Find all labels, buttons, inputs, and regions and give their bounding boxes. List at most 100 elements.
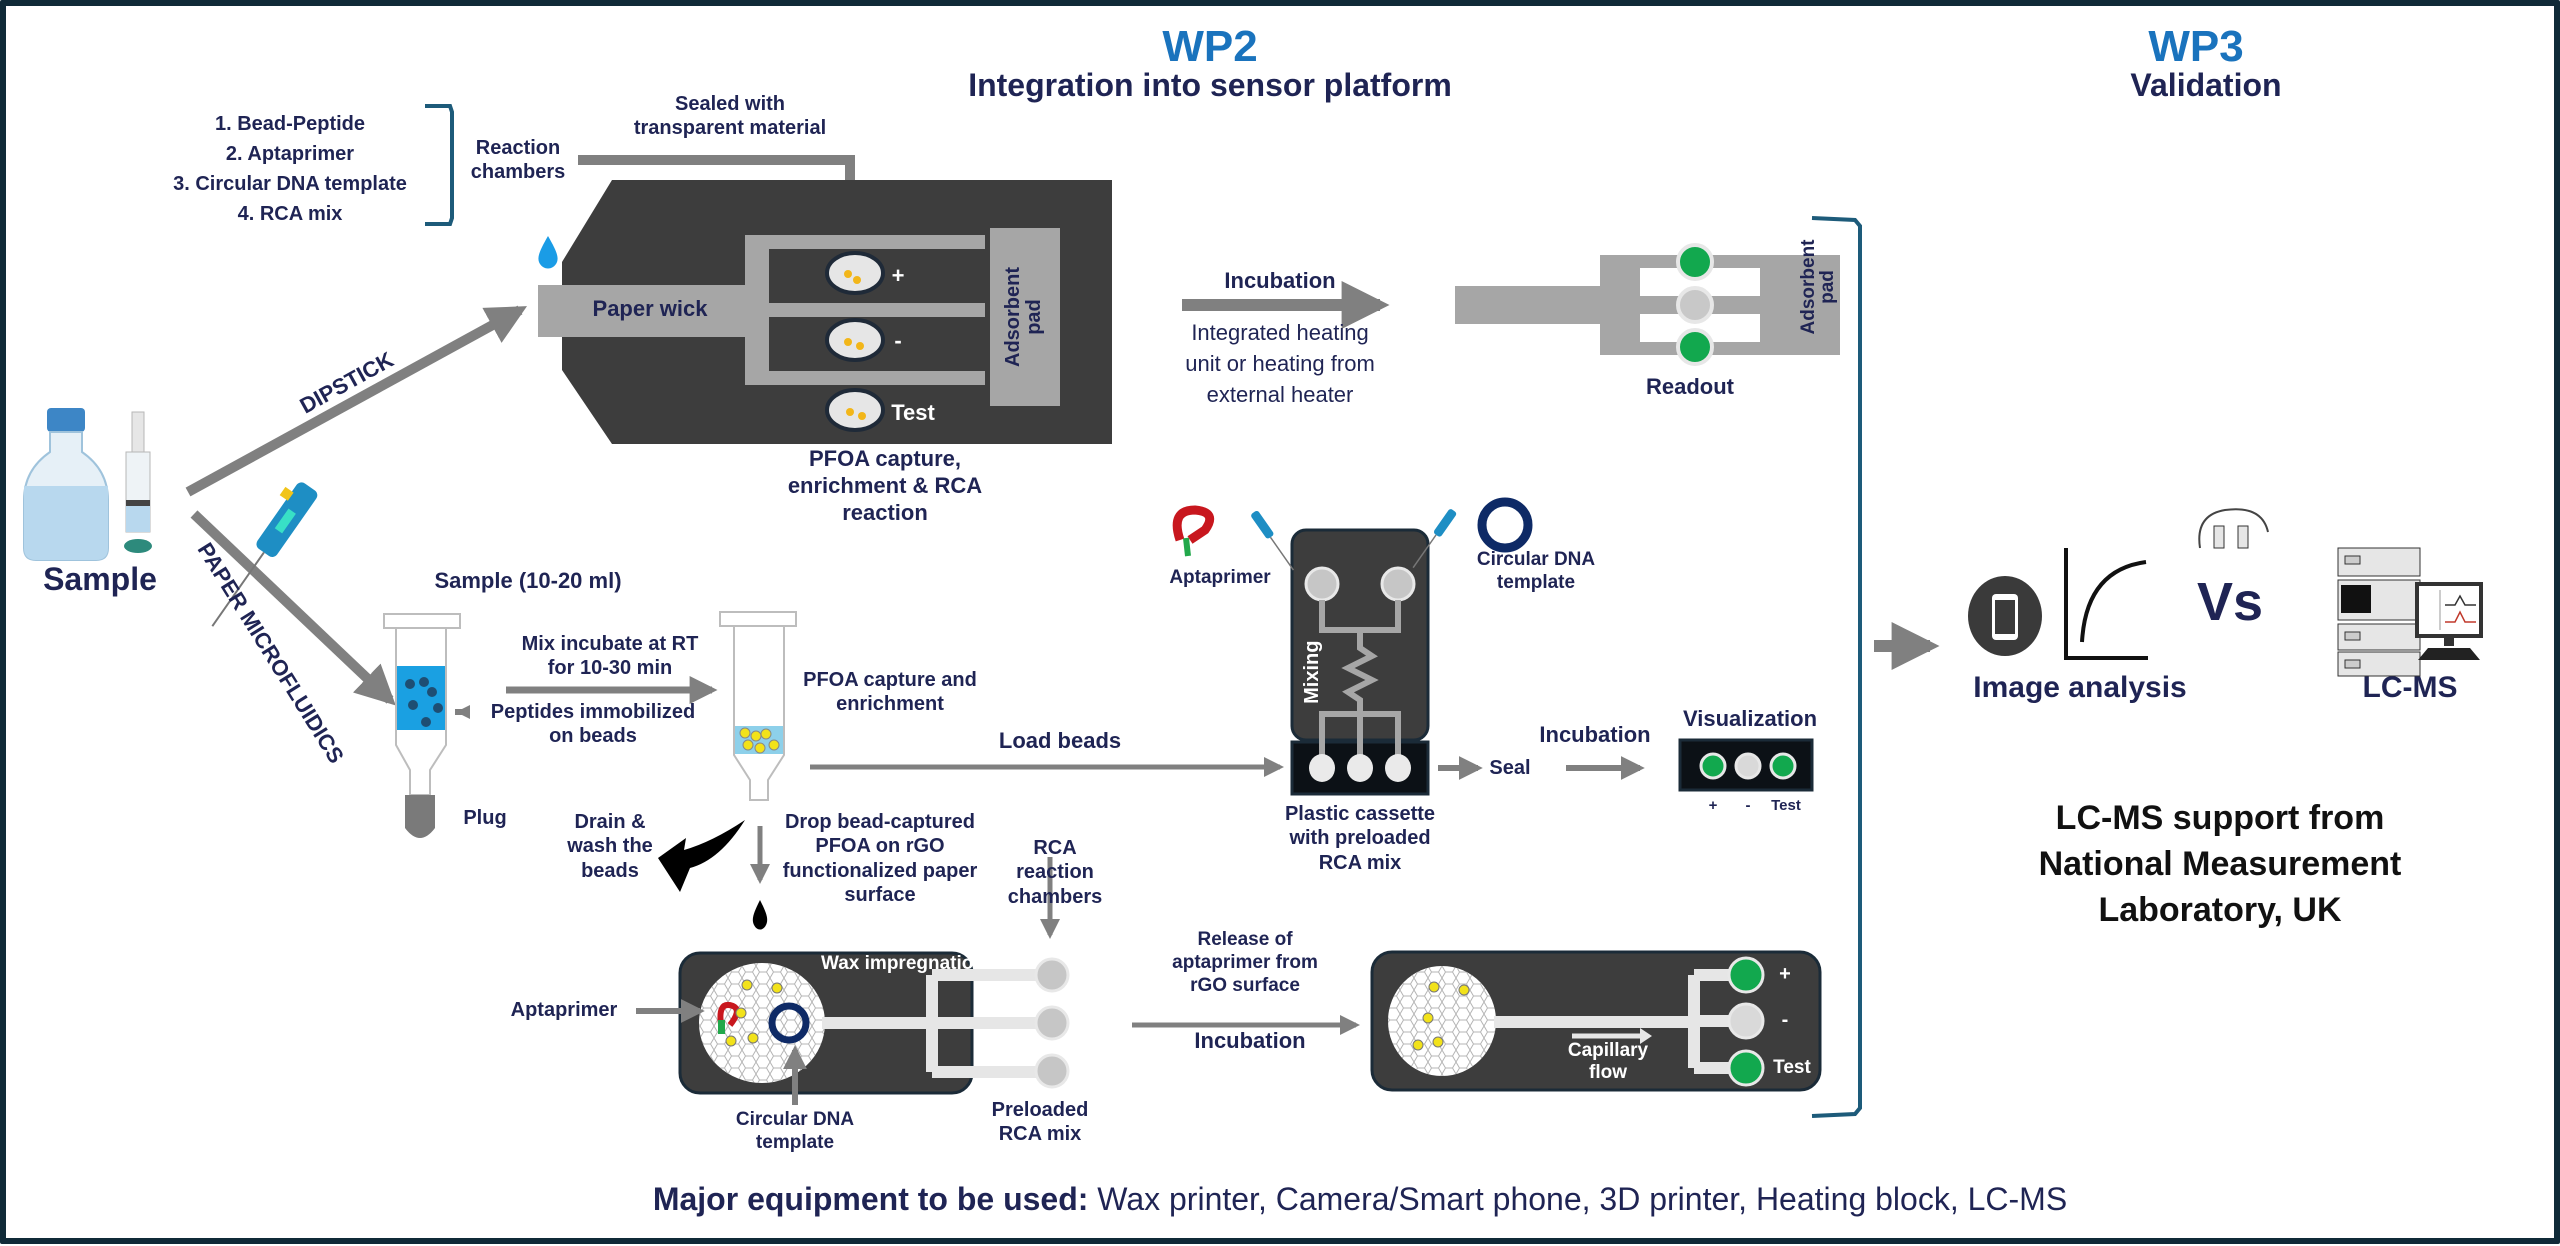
label-line: reaction bbox=[842, 499, 928, 525]
incubation-top-note: Integrated heating unit or heating from … bbox=[1150, 318, 1410, 410]
label-line: chambers bbox=[1007, 885, 1103, 908]
list-item: 4. RCA mix bbox=[237, 203, 343, 225]
label-line: PFOA on rGO bbox=[815, 835, 945, 858]
syringe-filter-icon bbox=[124, 411, 152, 553]
label-line: external heater bbox=[1206, 381, 1354, 407]
image-analysis-label: Image analysis bbox=[1973, 671, 2187, 704]
vs-label: Vs bbox=[2196, 572, 2264, 632]
wp2-code: WP2 bbox=[1162, 22, 1258, 71]
well-plus bbox=[825, 251, 885, 295]
label-line: PFOA capture, bbox=[809, 446, 961, 471]
microfluidics-arrow bbox=[190, 510, 396, 706]
cassette-caption: Plastic cassette with preloaded RCA mix bbox=[1270, 802, 1450, 875]
aptaprimer-icon-top bbox=[1172, 505, 1215, 557]
label-line: transparent material bbox=[633, 117, 827, 140]
readout-pad-label: Adsorbent pad bbox=[1798, 237, 1838, 337]
chip1-test: Test bbox=[1079, 1057, 1117, 1078]
label-line: PFOA capture and bbox=[803, 669, 977, 691]
sample-label: Sample bbox=[43, 561, 157, 597]
label-line: National Measurement bbox=[2038, 844, 2402, 883]
label-line: Circular DNA bbox=[1476, 549, 1596, 570]
wp3-title: Validation bbox=[2130, 67, 2282, 103]
label-line: enrichment bbox=[836, 693, 944, 716]
label-line: Drain & bbox=[574, 811, 646, 833]
label-line: with preloaded bbox=[1289, 827, 1431, 850]
incubation-top-label: Incubation bbox=[1224, 268, 1336, 293]
label-line: Sealed with bbox=[674, 93, 786, 115]
rca-chambers-label: RCA reaction chambers bbox=[1000, 836, 1110, 909]
well-test-label: Test bbox=[891, 400, 935, 425]
label-line: RCA mix bbox=[1318, 851, 1402, 874]
column-2 bbox=[719, 611, 797, 801]
label-line: flow bbox=[1589, 1061, 1627, 1083]
water-drop-icon bbox=[538, 236, 558, 269]
drain-arrow bbox=[658, 820, 745, 892]
pipette-icon bbox=[211, 482, 318, 627]
circular-dna-icon-top bbox=[1477, 497, 1533, 553]
list-item: 1. Bead-Peptide bbox=[214, 113, 366, 135]
label-line: LC-MS support from bbox=[2055, 799, 2385, 837]
label-line: template bbox=[1496, 572, 1576, 594]
label-line: Mix incubate at RT bbox=[521, 633, 699, 655]
reaction-chambers-label: Reaction chambers bbox=[458, 136, 578, 185]
sealed-note: Sealed with transparent material bbox=[600, 92, 860, 141]
footer-equipment: Major equipment to be used: Wax printer,… bbox=[570, 1180, 2150, 1219]
cassette-aptaprimer-label: Aptaprimer bbox=[1169, 567, 1271, 588]
capillary-flow-label: Capillary flow bbox=[1548, 1040, 1668, 1084]
well-test bbox=[825, 388, 885, 432]
readout-strip bbox=[1455, 243, 1840, 366]
vis-minus-label: - bbox=[1745, 797, 1751, 814]
label-line: Drop bead-captured bbox=[784, 811, 976, 833]
label-line: surface bbox=[844, 884, 916, 907]
chip2-test: Test bbox=[1773, 1057, 1811, 1078]
computer-monitor-icon bbox=[2415, 582, 2483, 660]
plug-label: Plug bbox=[463, 807, 507, 829]
label-line: Reaction bbox=[475, 137, 561, 159]
label-line: functionalized paper bbox=[782, 859, 978, 882]
label-line: template bbox=[755, 1132, 835, 1154]
well-minus bbox=[825, 318, 885, 362]
chip1-plus: + bbox=[1085, 963, 1097, 985]
vis-plus-label: + bbox=[1708, 797, 1718, 814]
label-line: rGO surface bbox=[1190, 975, 1300, 997]
adsorbent-pad-label: Adsorbent pad bbox=[1002, 231, 1045, 403]
visualization-panel bbox=[1678, 738, 1814, 792]
label-line: RCA bbox=[1033, 837, 1077, 859]
plastic-cassette bbox=[1290, 528, 1430, 796]
label-line: RCA mix bbox=[998, 1123, 1082, 1146]
mixing-label: Mixing bbox=[1300, 640, 1323, 704]
cassette-circular-dna-label: Circular DNA template bbox=[1466, 548, 1606, 594]
calibration-curve-icon bbox=[2064, 548, 2148, 660]
sample-volume-label: Sample (10-20 ml) bbox=[434, 568, 622, 593]
label-line: Laboratory, UK bbox=[2098, 890, 2342, 929]
mix-label: Mix incubate at RT for 10-30 min bbox=[500, 632, 720, 681]
label-line: enrichment & RCA bbox=[787, 472, 983, 498]
wp2-title: Integration into sensor platform bbox=[968, 67, 1452, 103]
bottle-icon bbox=[23, 408, 109, 561]
dipstick-caption: PFOA capture, enrichment & RCA reaction bbox=[740, 446, 1030, 526]
label-line: Circular DNA bbox=[735, 1109, 855, 1130]
dipstick-device bbox=[538, 180, 1112, 444]
label-line: Preloaded bbox=[991, 1099, 1089, 1121]
label-line: Integrated heating bbox=[1191, 320, 1369, 345]
chip2-plus: + bbox=[1779, 963, 1791, 985]
label-line: Capillary bbox=[1567, 1040, 1649, 1061]
label-line: pad bbox=[1023, 299, 1045, 335]
chip2-minus: - bbox=[1781, 1009, 1789, 1031]
pipette-small-left bbox=[1251, 511, 1295, 571]
label-line: Plastic cassette bbox=[1284, 803, 1436, 825]
chip-aptaprimer-label: Aptaprimer bbox=[510, 999, 618, 1021]
lcms-label: LC-MS bbox=[2362, 671, 2458, 704]
list-item: 2. Aptaprimer bbox=[225, 143, 355, 165]
label-line: aptaprimer from bbox=[1172, 952, 1318, 974]
preloaded-label: Preloaded RCA mix bbox=[960, 1098, 1120, 1147]
vis-test-label: Test bbox=[1771, 797, 1801, 814]
label-line: chambers bbox=[470, 161, 566, 184]
wax-impregnation-label: Wax impregnation bbox=[821, 953, 985, 974]
drain-label: Drain & wash the beads bbox=[540, 810, 680, 883]
validation-bracket bbox=[1811, 216, 1862, 1118]
paper-chip-2 bbox=[1370, 950, 1822, 1092]
drop-label: Drop bead-captured PFOA on rGO functiona… bbox=[770, 810, 990, 908]
label-line: Release of bbox=[1197, 929, 1293, 950]
